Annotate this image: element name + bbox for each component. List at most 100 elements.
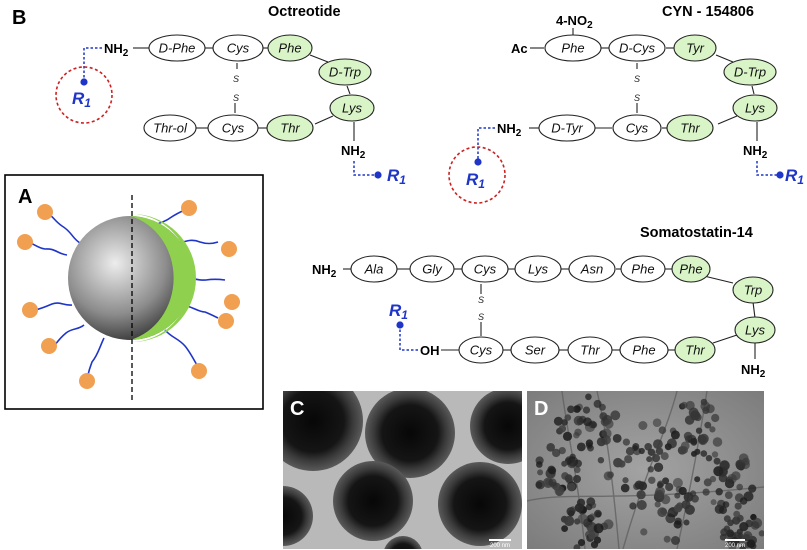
somatostatin-disulfide-s1: S bbox=[478, 295, 484, 305]
tem-particle bbox=[629, 502, 637, 510]
residue-tyr: Tyr bbox=[673, 34, 717, 62]
nanoparticle-coating bbox=[130, 216, 192, 340]
residue-phe: Phe bbox=[620, 255, 666, 283]
tem-particle bbox=[733, 510, 741, 518]
tem-particle bbox=[681, 500, 691, 510]
tem-particle bbox=[683, 431, 693, 441]
tem-particle bbox=[588, 532, 596, 540]
residue-trp: Trp bbox=[732, 276, 774, 304]
tem-particle bbox=[691, 494, 699, 503]
panel-label-a: A bbox=[18, 186, 32, 208]
octreotide-nh2-bottom: NH2 bbox=[341, 143, 366, 161]
tem-particle bbox=[574, 503, 584, 513]
tem-particle bbox=[624, 455, 633, 464]
tem-particle bbox=[576, 442, 586, 452]
tem-particle bbox=[709, 426, 716, 433]
tem-particle bbox=[546, 443, 555, 452]
tem-particle bbox=[638, 421, 648, 430]
residue-label: Thr bbox=[680, 121, 700, 136]
tem-particle bbox=[700, 401, 711, 411]
octreotide-disulfide-s1: S bbox=[233, 74, 239, 84]
tem-particle bbox=[561, 460, 568, 467]
panel-c-micrograph: 200 nm C bbox=[283, 391, 522, 549]
linker-dot bbox=[474, 158, 482, 166]
residue-thr: Thr bbox=[266, 114, 314, 142]
tem-particle bbox=[660, 494, 671, 505]
residue-label: Gly bbox=[422, 262, 443, 277]
cyn-structure: CYN - 154806 4-NO2 Ac S S Phe D-Cys bbox=[448, 4, 804, 204]
tem-particle bbox=[638, 447, 645, 455]
tem-particle bbox=[583, 417, 592, 427]
residue-label: Lys bbox=[528, 262, 548, 277]
tem-particle bbox=[547, 465, 556, 474]
tem-particle bbox=[593, 536, 602, 544]
tem-particle bbox=[702, 488, 710, 496]
residue-lys: Lys bbox=[732, 94, 778, 122]
octreotide-r1: R1 bbox=[72, 89, 91, 110]
tem-particle bbox=[654, 501, 661, 508]
tem-particle bbox=[585, 503, 593, 511]
residue-label: Ser bbox=[525, 343, 546, 358]
somatostatin-structure: Somatostatin-14 S S Ala bbox=[312, 225, 776, 380]
tem-particle bbox=[573, 405, 581, 413]
residue-label: D-Cys bbox=[619, 41, 656, 56]
residue-label: Phe bbox=[561, 41, 584, 56]
tem-particle bbox=[577, 513, 588, 524]
cyn-nh2-left: NH2 bbox=[497, 121, 522, 139]
residue-thr-ol: Thr-ol bbox=[143, 114, 197, 142]
linker-dot bbox=[80, 78, 88, 86]
tem-particle bbox=[574, 428, 582, 436]
residue-thr-2: Thr bbox=[674, 336, 716, 364]
tem-particle bbox=[660, 452, 669, 461]
residue-d-cys: D-Cys bbox=[608, 34, 666, 62]
tem-particle bbox=[564, 414, 572, 421]
tem-particle bbox=[596, 437, 606, 447]
tem-particle bbox=[673, 504, 683, 513]
tem-particle bbox=[664, 443, 672, 451]
tem-particle bbox=[690, 410, 701, 421]
residue-phe-3: Phe bbox=[619, 336, 669, 364]
residue-label: D-Trp bbox=[329, 65, 361, 80]
tem-particle bbox=[634, 480, 644, 490]
tem-particle bbox=[743, 531, 753, 540]
cyn-linker-bottom bbox=[756, 161, 780, 176]
residue-cys: Cys bbox=[461, 255, 509, 283]
cyn-r1-left: R1 bbox=[466, 170, 485, 191]
tem-particle bbox=[622, 477, 629, 484]
tem-particle bbox=[653, 439, 663, 449]
residue-label: Cys bbox=[626, 121, 649, 136]
tem-particle bbox=[719, 506, 727, 515]
tem-particle bbox=[585, 393, 592, 401]
tem-particle bbox=[593, 523, 604, 534]
tem-particle bbox=[535, 481, 543, 489]
tem-particle bbox=[665, 482, 674, 492]
tem-particle bbox=[651, 454, 661, 463]
residue-cys: Cys bbox=[612, 114, 662, 142]
tem-particle bbox=[710, 499, 717, 506]
octreotide-r1-right: R1 bbox=[387, 166, 406, 187]
tem-particle bbox=[672, 477, 683, 488]
residue-label: D-Phe bbox=[159, 41, 196, 56]
tem-particle bbox=[640, 528, 648, 536]
tem-particle bbox=[587, 444, 594, 452]
tem-particle bbox=[694, 476, 701, 483]
tem-particle bbox=[561, 525, 568, 532]
somatostatin-nh2-bottom: NH2 bbox=[741, 362, 766, 380]
residue-lys-2: Lys bbox=[734, 316, 776, 344]
residue-label: Asn bbox=[580, 262, 603, 277]
residue-phe: Phe bbox=[544, 34, 602, 62]
tem-particle bbox=[732, 516, 741, 525]
residue-cys: Cys bbox=[212, 34, 264, 62]
tem-particle bbox=[746, 539, 756, 548]
tem-particle bbox=[658, 426, 667, 434]
octreotide-title: Octreotide bbox=[268, 4, 341, 20]
residue-thr: Thr bbox=[567, 336, 613, 364]
residue-label: Lys bbox=[745, 323, 765, 338]
tem-nanoparticle-cluster bbox=[535, 393, 764, 549]
tem-particle bbox=[711, 451, 719, 458]
residue-label: Lys bbox=[745, 101, 765, 116]
tem-particle bbox=[704, 421, 712, 429]
panel-label-c: C bbox=[290, 398, 304, 420]
tem-particle bbox=[589, 513, 596, 521]
tem-particle bbox=[713, 466, 724, 477]
